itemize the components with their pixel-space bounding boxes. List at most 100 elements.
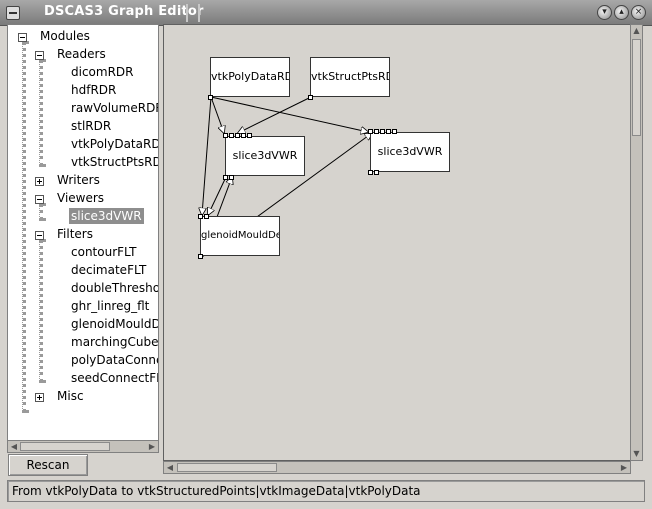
module-label: vtkStructPtsRDR <box>311 70 389 83</box>
expand-icon[interactable] <box>35 177 44 186</box>
module-slice3dvwr-1[interactable]: slice3dVWR <box>225 136 305 176</box>
title-grip-icon <box>186 4 200 22</box>
tree-item-label: vtkPolyDataRDR <box>71 137 158 151</box>
tree-item-polydataconnectflt[interactable]: polyDataConnectFLT <box>69 352 158 370</box>
tree-item-vtkstructptsrdr[interactable]: vtkStructPtsRDR <box>69 154 158 172</box>
tree-item-label: Readers <box>57 47 106 61</box>
title-bar[interactable]: DSCAS3 Graph Editor ▾ ▴ × <box>0 0 652 26</box>
scrollbar-thumb[interactable] <box>632 39 641 136</box>
tree-item-label: doubleThresholdFLT <box>71 281 159 295</box>
scroll-left-icon[interactable]: ◀ <box>166 463 174 472</box>
input-port[interactable] <box>235 133 240 138</box>
tree-item-label: hdfRDR <box>71 83 117 97</box>
output-port[interactable] <box>308 95 313 100</box>
minimize-icon[interactable]: ▾ <box>597 5 612 20</box>
window-menu-icon[interactable] <box>6 6 20 20</box>
module-slice3dvwr-2[interactable]: slice3dVWR <box>370 132 450 172</box>
scroll-up-icon[interactable]: ▲ <box>633 26 640 35</box>
module-vtkstructptsrdr[interactable]: vtkStructPtsRDR <box>310 57 390 97</box>
tree-item-label: polyDataConnectFLT <box>71 353 158 367</box>
tree-item-doublethresholdflt[interactable]: doubleThresholdFLT <box>69 280 159 298</box>
module-label: slice3dVWR <box>377 145 443 158</box>
canvas-horizontal-scrollbar[interactable]: ◀ ▶ <box>163 461 631 474</box>
tree-item-seedconnectflt[interactable]: seedConnectFLT <box>69 370 159 388</box>
rescan-button[interactable]: Rescan <box>8 454 88 476</box>
input-port[interactable] <box>368 129 373 134</box>
module-label: vtkPolyDataRDR <box>211 70 289 83</box>
tree-item-readers[interactable]: Readers <box>35 46 108 64</box>
output-port[interactable] <box>223 175 228 180</box>
tree-item-misc[interactable]: Misc <box>35 388 86 406</box>
tree-item-marchingcubesflt[interactable]: marchingCubesFLT <box>69 334 159 352</box>
scroll-right-icon[interactable]: ▶ <box>148 442 156 451</box>
tree-item-label: contourFLT <box>71 245 137 259</box>
module-tree[interactable]: Modules Readers dicomRDR hdfRDR rawVolum… <box>7 24 159 452</box>
input-port[interactable] <box>247 133 252 138</box>
graph-canvas[interactable]: vtkPolyDataRDR vtkStructPtsRDR slice3dVW… <box>163 24 631 461</box>
close-icon[interactable]: × <box>631 5 646 20</box>
tree-item-label: Filters <box>57 227 93 241</box>
connection-line <box>210 96 368 132</box>
tree-item-rawvolumerdr[interactable]: rawVolumeRDR <box>69 100 158 118</box>
tree-item-hdfrdr[interactable]: hdfRDR <box>69 82 118 100</box>
input-port[interactable] <box>374 129 379 134</box>
tree-item-stlrdr[interactable]: stlRDR <box>69 118 113 136</box>
tree-item-label: marchingCubesFLT <box>71 335 159 349</box>
status-bar: From vtkPolyData to vtkStructuredPoints|… <box>7 480 645 502</box>
input-port[interactable] <box>204 214 209 219</box>
tree-item-label: decimateFLT <box>71 263 147 277</box>
module-glenoidmoulddesignflt[interactable]: glenoidMouldDes <box>200 216 280 256</box>
canvas-vertical-scrollbar[interactable]: ▲ ▼ <box>630 24 643 461</box>
tree-item-dicomrdr[interactable]: dicomRDR <box>69 64 136 82</box>
input-port[interactable] <box>392 129 397 134</box>
module-vtkpolydatardr[interactable]: vtkPolyDataRDR <box>210 57 290 97</box>
tree-item-ghr-linreg-flt[interactable]: ghr_linreg_flt <box>69 298 151 316</box>
output-port[interactable] <box>208 95 213 100</box>
connection-line <box>238 96 312 133</box>
output-port[interactable] <box>368 170 373 175</box>
output-port[interactable] <box>198 254 203 259</box>
input-port[interactable] <box>223 133 228 138</box>
input-port[interactable] <box>380 129 385 134</box>
collapse-icon[interactable] <box>35 195 44 204</box>
input-port[interactable] <box>241 133 246 138</box>
collapse-icon[interactable] <box>18 33 27 42</box>
scroll-left-icon[interactable]: ◀ <box>10 442 18 451</box>
tree-item-label: Misc <box>57 389 84 403</box>
tree-item-label: ghr_linreg_flt <box>71 299 150 313</box>
connection-line <box>208 176 227 215</box>
expand-icon[interactable] <box>35 393 44 402</box>
scrollbar-thumb[interactable] <box>20 442 110 451</box>
tree-item-label: stlRDR <box>71 119 112 133</box>
scroll-down-icon[interactable]: ▼ <box>633 449 640 458</box>
tree-item-label: Modules <box>40 29 90 43</box>
input-port[interactable] <box>229 133 234 138</box>
tree-item-label: slice3dVWR <box>69 208 144 224</box>
window-title: DSCAS3 Graph Editor <box>44 4 204 19</box>
scrollbar-thumb[interactable] <box>177 463 277 472</box>
tree-horizontal-scrollbar[interactable]: ◀ ▶ <box>7 440 159 453</box>
input-port[interactable] <box>386 129 391 134</box>
input-port[interactable] <box>198 214 203 219</box>
tree-item-filters[interactable]: Filters <box>35 226 95 244</box>
collapse-icon[interactable] <box>35 51 44 60</box>
tree-item-viewers[interactable]: Viewers <box>35 190 106 208</box>
tree-item-modules[interactable]: Modules <box>18 28 92 46</box>
scroll-right-icon[interactable]: ▶ <box>620 463 628 472</box>
module-label: glenoidMouldDes <box>201 230 280 241</box>
tree-item-contourflt[interactable]: contourFLT <box>69 244 138 262</box>
output-port[interactable] <box>374 170 379 175</box>
maximize-icon[interactable]: ▴ <box>614 5 629 20</box>
tree-item-label: Writers <box>57 173 100 187</box>
tree-item-label: glenoidMouldDesignFLT <box>71 317 158 331</box>
tree-item-label: Viewers <box>57 191 105 205</box>
tree-item-decimateflt[interactable]: decimateFLT <box>69 262 148 280</box>
collapse-icon[interactable] <box>35 231 44 240</box>
output-port[interactable] <box>229 175 234 180</box>
tree-item-vtkpolydatardr[interactable]: vtkPolyDataRDR <box>69 136 158 154</box>
tree-item-writers[interactable]: Writers <box>35 172 102 190</box>
connection-line <box>210 96 224 133</box>
tree-item-label: seedConnectFLT <box>71 371 159 385</box>
tree-item-glenoidmoulddesignflt[interactable]: glenoidMouldDesignFLT <box>69 316 158 334</box>
tree-item-slice3dvwr[interactable]: slice3dVWR <box>69 208 144 226</box>
